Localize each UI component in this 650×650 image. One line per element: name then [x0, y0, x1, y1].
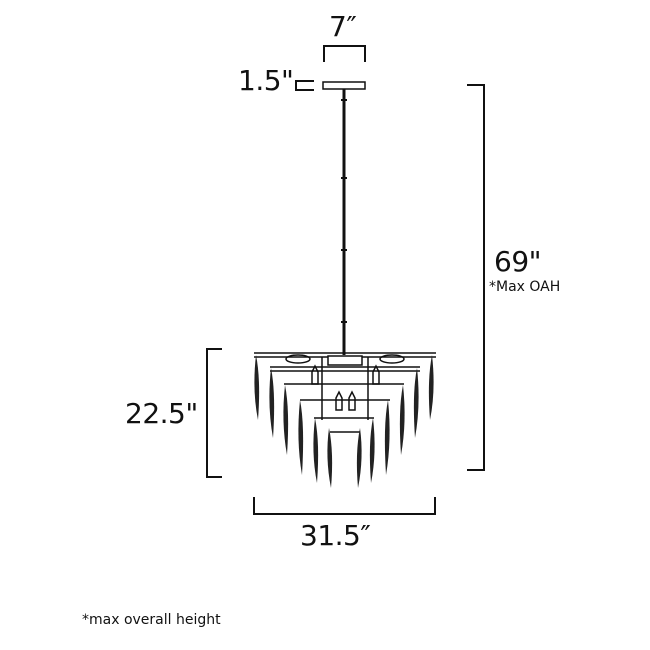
footnote: *max overall height [82, 612, 221, 628]
canopy [322, 81, 366, 90]
fixture-height-bracket [206, 348, 222, 478]
overall-height-label: 69" [494, 245, 542, 278]
fixture-height-label: 22.5" [125, 397, 198, 430]
overall-height-bracket [467, 84, 485, 471]
overall-height-note: *Max OAH [489, 279, 561, 295]
canopy-width-label: 7″ [329, 10, 357, 43]
crystal-blades [254, 355, 434, 488]
canopy-width-bracket [323, 45, 366, 62]
canopy-height-bracket [295, 80, 314, 91]
chandelier-body [254, 352, 436, 433]
canopy-height-label: 1.5" [238, 64, 294, 97]
fixture-width-bracket [253, 497, 436, 515]
fixture-width-label: 31.5″ [300, 519, 371, 552]
